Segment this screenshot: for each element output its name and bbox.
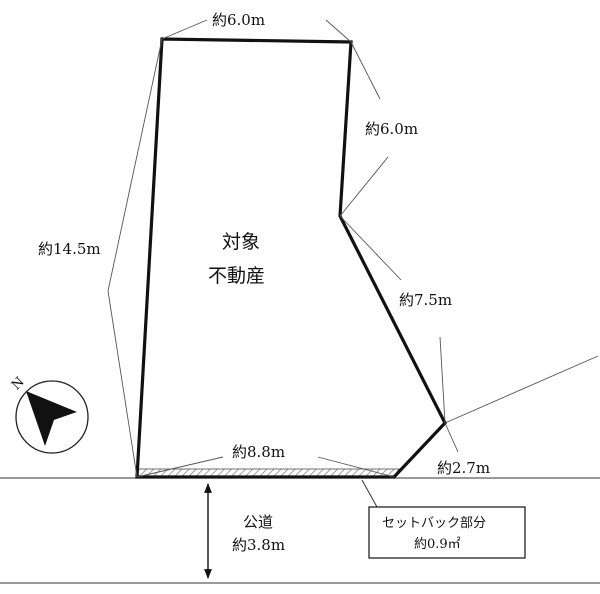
road-label: 公道 xyxy=(243,513,273,531)
setback-callout-box xyxy=(368,506,526,559)
property-label-line1: 対象 xyxy=(222,231,260,253)
dimension-leaders xyxy=(107,19,459,478)
setback-callout-leader xyxy=(361,479,378,508)
dimension-right-mid: 約7.5m xyxy=(399,291,452,309)
dimension-left: 約14.5m xyxy=(38,240,101,258)
compass-needle-icon xyxy=(26,391,77,446)
road-width-label: 約3.8m xyxy=(232,536,285,554)
property-label-line2: 不動産 xyxy=(208,265,265,287)
dimension-top: 約6.0m xyxy=(212,11,265,29)
setback-callout-area: 約0.9㎡ xyxy=(414,537,461,552)
compass: N xyxy=(9,375,89,454)
property-boundary xyxy=(135,37,447,479)
compass-north-label: N xyxy=(9,375,28,394)
dimension-bottom: 約8.8m xyxy=(232,443,285,461)
dimension-right-lower: 約2.7m xyxy=(437,459,490,477)
setback-callout-title: セットバック部分 xyxy=(382,516,486,531)
dimension-right-upper: 約6.0m xyxy=(365,120,418,138)
compass-needle-highlight xyxy=(54,412,77,424)
neighbor-boundary-line xyxy=(444,355,599,424)
